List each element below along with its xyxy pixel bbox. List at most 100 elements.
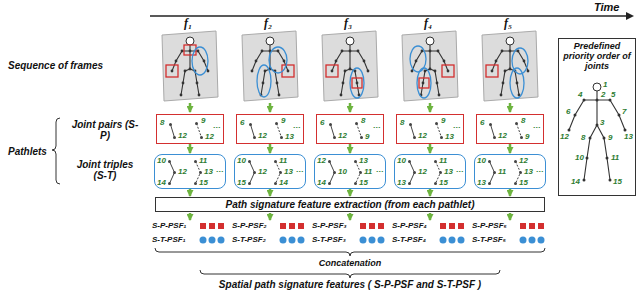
frame xyxy=(162,31,218,101)
feature-label: S-T-PSF₂ xyxy=(232,235,266,245)
joint-triple-figure xyxy=(248,160,282,185)
joint-number: 12 xyxy=(258,167,267,176)
joint-number: 8 xyxy=(521,116,525,125)
joint-number: 11 xyxy=(199,156,207,165)
joint-triple-figure xyxy=(488,160,522,185)
joint-number: 13 xyxy=(445,132,454,141)
joint-number: … xyxy=(373,121,381,130)
joint-number: 12 xyxy=(498,131,507,140)
joint-number: 15 xyxy=(439,178,448,187)
joint-pair-mark xyxy=(352,78,362,88)
joint-number: 14 xyxy=(279,178,288,187)
flow-arrow xyxy=(269,144,272,153)
joint-number: 9 xyxy=(441,116,445,125)
process-box: Path signature feature extraction (from … xyxy=(155,197,545,212)
flow-arrow xyxy=(349,144,352,153)
flow-arrow xyxy=(189,189,192,196)
frame-label: f₅ xyxy=(504,17,512,30)
joint-triple-figure xyxy=(168,160,202,185)
joint-number: … xyxy=(533,121,541,130)
joint-number: 13 xyxy=(444,167,453,176)
joint-pair-figure xyxy=(409,122,443,139)
feature-label: S-T-PSF₃ xyxy=(312,235,346,245)
joint-number: 15 xyxy=(199,178,208,187)
flow-arrow xyxy=(349,189,352,196)
joint-number: 6 xyxy=(320,118,324,127)
joint-number: 9 xyxy=(525,132,529,141)
joint-number: 9 xyxy=(201,116,205,125)
joint-pair-mark xyxy=(419,78,429,88)
joint-triple-mark xyxy=(257,65,271,97)
joint-number: 13 xyxy=(359,156,368,165)
joint-pair-mark xyxy=(442,65,454,77)
joint-triple-figure xyxy=(408,160,442,185)
joint-number: 13 xyxy=(477,178,486,187)
flow-arrow xyxy=(509,144,512,153)
brace xyxy=(200,270,500,278)
skeleton xyxy=(171,37,210,96)
joint-number: 12 xyxy=(178,131,187,140)
feature-label: S-T-PSF₁ xyxy=(152,235,185,245)
joint-number: 6 xyxy=(480,118,484,127)
frame xyxy=(242,31,298,101)
joint-triple-figure xyxy=(328,160,362,185)
joint-number: 14 xyxy=(571,177,580,186)
joint-number: 12 xyxy=(258,131,267,140)
joint-number: … xyxy=(376,165,384,174)
joint-number: 10 xyxy=(338,167,347,176)
joint-number: 1 xyxy=(603,80,607,89)
frame xyxy=(402,31,458,101)
joint-number: 9 xyxy=(281,116,285,125)
joint-number: … xyxy=(296,165,304,174)
joint-pair-mark xyxy=(486,65,498,77)
joint-triple-mark xyxy=(192,47,208,75)
joint-triple-mark xyxy=(350,68,364,98)
flow-arrow xyxy=(269,189,272,196)
joint-number: 13 xyxy=(204,167,213,176)
joint-pair-mark xyxy=(184,45,196,55)
joint-pair-mark xyxy=(326,65,338,77)
feature-label: S-P-PSF₄ xyxy=(392,221,427,231)
joint-number: 8 xyxy=(361,116,365,125)
frame-panel xyxy=(402,31,458,101)
joint-number: 11 xyxy=(439,156,447,165)
joint-triple-pathlet: 101213111315… xyxy=(394,154,466,189)
frame xyxy=(322,31,378,101)
frame-panel xyxy=(162,31,218,101)
joint-triple-pathlet: 101214111315… xyxy=(154,154,226,189)
joint-number: 10 xyxy=(477,156,486,165)
joint-pair-figure xyxy=(329,122,363,139)
joint-number: 4 xyxy=(578,90,582,99)
joint-number: 11 xyxy=(611,153,619,162)
joint-pair-figure xyxy=(489,122,523,139)
joint-number: 14 xyxy=(157,178,166,187)
joint-number: 7 xyxy=(622,107,626,116)
frame-label: f₃ xyxy=(344,17,352,30)
joint-number: 13 xyxy=(285,132,294,141)
joint-triple-mark xyxy=(410,46,426,72)
reference-panel: Predefined priority order of joints12345… xyxy=(558,38,636,196)
frame-panel xyxy=(242,31,298,101)
flow-arrow xyxy=(189,144,192,153)
joint-number: 12 xyxy=(560,132,569,141)
frame xyxy=(482,31,538,101)
process-text: Path signature feature extraction (from … xyxy=(226,199,475,210)
time-arrowhead xyxy=(626,12,634,20)
reference-skeleton xyxy=(568,83,627,182)
joint-number: 14 xyxy=(317,178,326,187)
joint-pair-mark xyxy=(166,65,178,77)
joint-number: 10 xyxy=(397,156,406,165)
joint-number: 12 xyxy=(178,167,187,176)
row-label: Sequence of frames xyxy=(8,60,103,71)
joint-pair-pathlet: 61289… xyxy=(316,114,384,144)
joint-number: … xyxy=(293,121,301,130)
joint-triple-pathlet: 101113121315… xyxy=(474,154,546,189)
brace xyxy=(52,118,60,184)
frame-panel xyxy=(482,31,538,101)
flow-arrow xyxy=(509,189,512,196)
flow-arrow xyxy=(429,144,432,153)
flow-arrows xyxy=(190,103,510,112)
feature-label: S-P-PSF₁ xyxy=(152,221,186,231)
